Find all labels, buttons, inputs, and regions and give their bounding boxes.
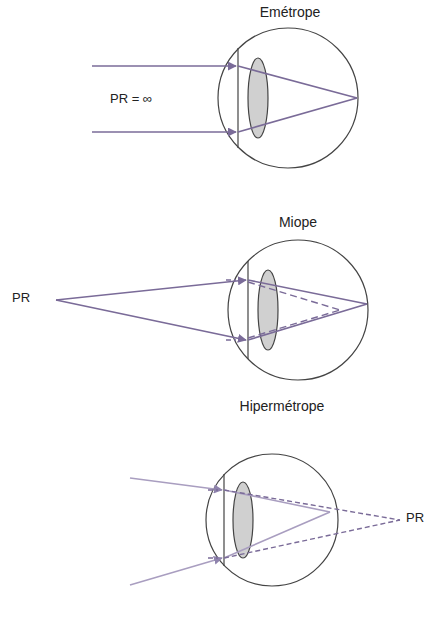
light-ray bbox=[130, 478, 222, 490]
eyeball bbox=[218, 28, 358, 168]
parallel-ray-dash bbox=[226, 279, 236, 281]
eye-title: Miope bbox=[277, 214, 319, 230]
parallel-ray-dash bbox=[208, 489, 218, 491]
emmetropic-eye bbox=[92, 28, 358, 168]
far-point-label: PR = ∞ bbox=[108, 92, 154, 107]
cornea bbox=[247, 261, 248, 359]
eye-title: Hipermétrope bbox=[238, 398, 327, 414]
virtual-ray bbox=[224, 520, 400, 558]
light-ray bbox=[56, 280, 246, 300]
parallel-focus-ray bbox=[248, 282, 340, 310]
virtual-ray bbox=[224, 490, 400, 520]
cornea bbox=[237, 48, 238, 148]
refracted-ray bbox=[248, 304, 367, 340]
light-ray bbox=[92, 131, 236, 133]
far-point-label: PR bbox=[404, 511, 426, 526]
parallel-ray-dash bbox=[208, 557, 218, 559]
refracted-ray bbox=[248, 280, 367, 304]
cornea bbox=[223, 474, 224, 566]
refracted-ray bbox=[224, 512, 330, 558]
refracted-ray bbox=[238, 98, 357, 132]
myopic-eye bbox=[56, 240, 368, 380]
far-point-label: PR bbox=[10, 291, 32, 306]
light-ray bbox=[130, 558, 222, 585]
eyeball bbox=[228, 240, 368, 380]
parallel-focus-ray bbox=[248, 310, 340, 338]
light-ray bbox=[92, 65, 236, 67]
light-ray bbox=[56, 300, 246, 340]
refracted-ray bbox=[238, 66, 357, 98]
eye-title: Emétrope bbox=[258, 4, 323, 20]
hyperopic-eye bbox=[130, 454, 400, 586]
eyeball bbox=[206, 454, 338, 586]
parallel-ray-dash bbox=[226, 339, 236, 341]
